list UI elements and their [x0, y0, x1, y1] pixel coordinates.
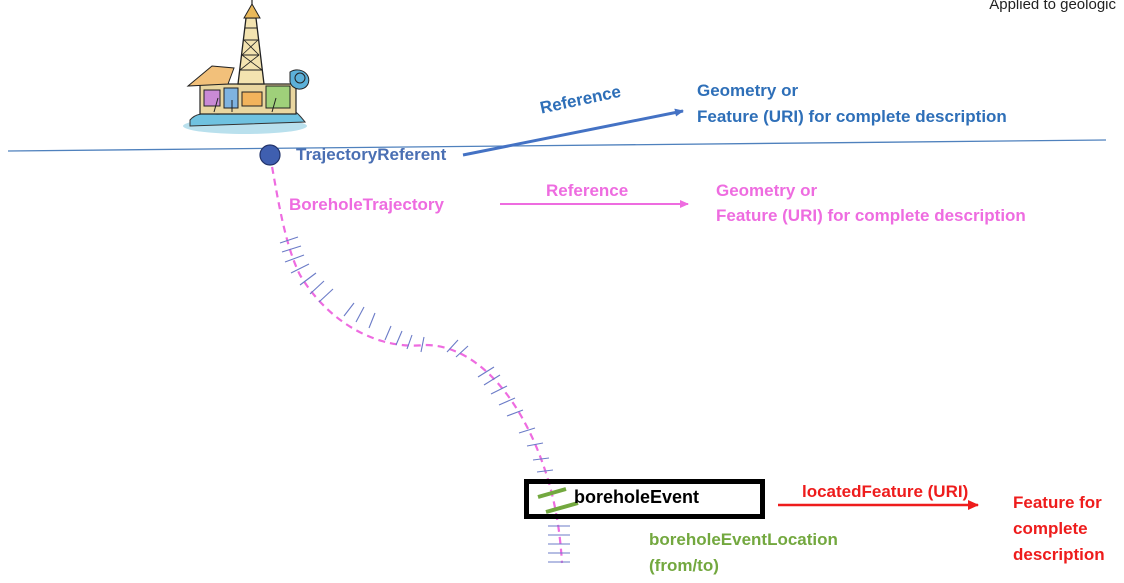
geometry-target-blue-line1: Geometry or: [697, 81, 799, 100]
geometry-target-pink-line2: Feature (URI) for complete description: [716, 206, 1026, 225]
borehole-trajectory-label: BoreholeTrajectory: [289, 195, 444, 214]
reference-arrow-blue: [462, 108, 684, 157]
event-location-label-line1: boreholeEventLocation: [649, 530, 838, 549]
event-location-label-line2: (from/to): [649, 556, 719, 575]
feature-target-line2: complete: [1013, 519, 1088, 538]
ground-surface-line: [7, 139, 1107, 152]
feature-target-line3: description: [1013, 545, 1105, 564]
geometry-target-pink-line1: Geometry or: [716, 181, 818, 200]
event-location-markers: [537, 487, 579, 514]
borehole-event-box: [524, 479, 765, 519]
trajectory-tick-marks: [279, 236, 570, 563]
referent-point-icon: [259, 144, 281, 166]
corner-caption: Applied to geologic: [989, 0, 1116, 13]
reference-label-pink: Reference: [546, 181, 629, 200]
borehole-trajectory-path: [268, 154, 564, 564]
feature-target-line1: Feature for: [1013, 493, 1102, 512]
geometry-target-blue-line2: Feature (URI) for complete description: [697, 107, 1007, 126]
borehole-event-label: boreholeEvent: [574, 487, 700, 507]
located-feature-label: locatedFeature (URI): [802, 482, 969, 501]
oil-rig-icon: [183, 0, 310, 134]
trajectory-referent-label: TrajectoryReferent: [296, 145, 447, 164]
